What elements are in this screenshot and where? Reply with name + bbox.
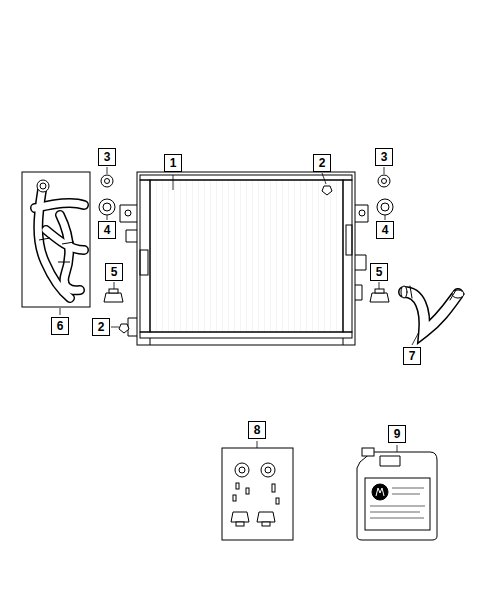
callout-number: 6 [51,317,69,335]
leader-lines [60,167,420,455]
grommet [99,199,393,215]
hose-assembly [22,172,90,307]
washer [101,175,390,187]
nut [119,186,332,333]
mount [104,289,389,302]
callout-number: 2 [92,318,110,336]
radiator [120,172,368,345]
callout-number: 9 [388,425,406,443]
callout-number: 4 [98,221,116,239]
hardware-kit [222,448,293,540]
callout-number: 5 [105,263,123,281]
callout-number: 4 [376,221,394,239]
coolant-jug [357,448,437,540]
callout-number: 7 [403,347,421,365]
callout-number: 3 [375,148,393,166]
callout-number: 2 [313,154,331,172]
radiator-hose [401,286,464,332]
callout-number: 3 [98,148,116,166]
callout-number: 8 [248,421,266,439]
callout-number: 1 [164,154,182,172]
callout-number: 5 [370,263,388,281]
